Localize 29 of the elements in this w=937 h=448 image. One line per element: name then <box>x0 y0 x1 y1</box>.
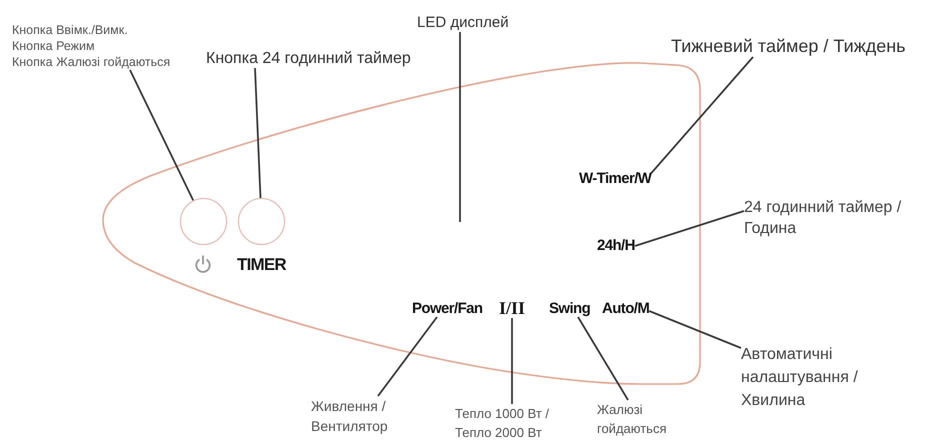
callout-label: Тепло 1000 Вт / Тепло 2000 Вт <box>455 405 550 442</box>
leader-line <box>129 70 194 201</box>
leader-line <box>459 32 461 222</box>
callout-label: Жалюзі гойдаються <box>597 401 668 438</box>
callout-label: 24 годинний таймер / Година <box>744 198 902 239</box>
leader-line <box>634 210 744 247</box>
leader-line <box>377 316 438 397</box>
leader-line <box>648 310 742 349</box>
panel-marking: Swing <box>549 300 590 317</box>
callout-label: Кнопка 24 годинний таймер <box>206 49 411 68</box>
leader-line <box>254 68 262 198</box>
panel-marking: Auto/M <box>602 300 650 317</box>
callout-label: Живлення / Вентилятор <box>311 397 389 436</box>
callout-label: Кнопка Жалюзі гойдаються <box>12 54 170 70</box>
callout-label: Тижневий таймер / Тиждень <box>671 36 906 57</box>
round-button <box>238 198 285 245</box>
leader-line <box>650 56 754 174</box>
callout-label: LED дисплей <box>417 14 509 32</box>
button-marking: TIMER <box>237 256 286 274</box>
panel-marking: Power/Fan <box>412 300 482 317</box>
leader-line <box>577 316 629 400</box>
leader-line <box>511 318 513 404</box>
callout-label: Автоматичні налаштування / Хвилина <box>741 345 859 411</box>
callout-label: Кнопка Режим <box>12 38 96 54</box>
callout-label: Кнопка Ввімк./Вимк. <box>12 22 129 38</box>
panel-marking: I/II <box>499 299 526 318</box>
panel-marking: 24h/H <box>597 237 635 254</box>
panel-marking: W-Timer/W <box>579 170 652 187</box>
round-button <box>180 198 227 245</box>
